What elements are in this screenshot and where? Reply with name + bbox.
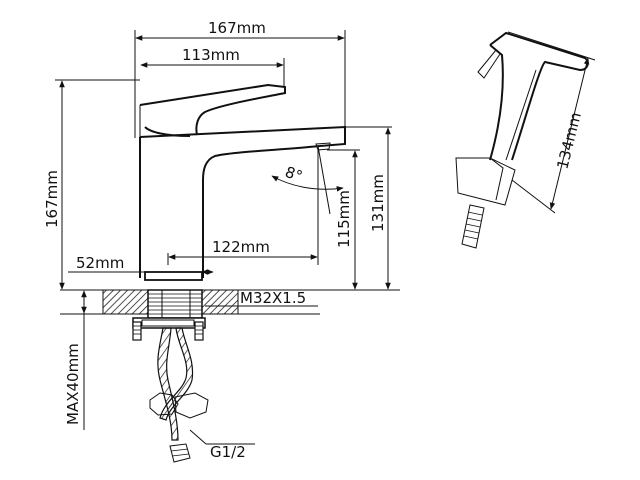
countertop [60,289,400,315]
spout-height-label: 115mm [335,190,353,248]
faucet-body [139,125,346,278]
hand-sprayer [455,31,596,249]
tilt-angle-label: 8° [283,163,305,186]
thread-size-label: M32X1.5 [240,289,306,307]
outlet-height-label: 131mm [369,174,387,232]
threaded-shank [147,289,203,319]
faucet-handle [139,83,286,137]
hose-connection-label: G1/2 [210,443,246,461]
dimension-lines [55,30,392,445]
spout-reach-label: 122mm [212,238,270,256]
overall-width-label: 167mm [208,19,266,37]
braided-hoses [149,327,209,463]
faucet-base [144,271,203,281]
overall-height-label: 167mm [43,170,61,228]
base-diameter-label: 52mm [76,254,124,272]
sprayer-length-label: 134mm [553,110,584,170]
handle-length-label: 113mm [182,46,240,64]
max-deck-thickness-label: MAX40mm [64,343,82,425]
